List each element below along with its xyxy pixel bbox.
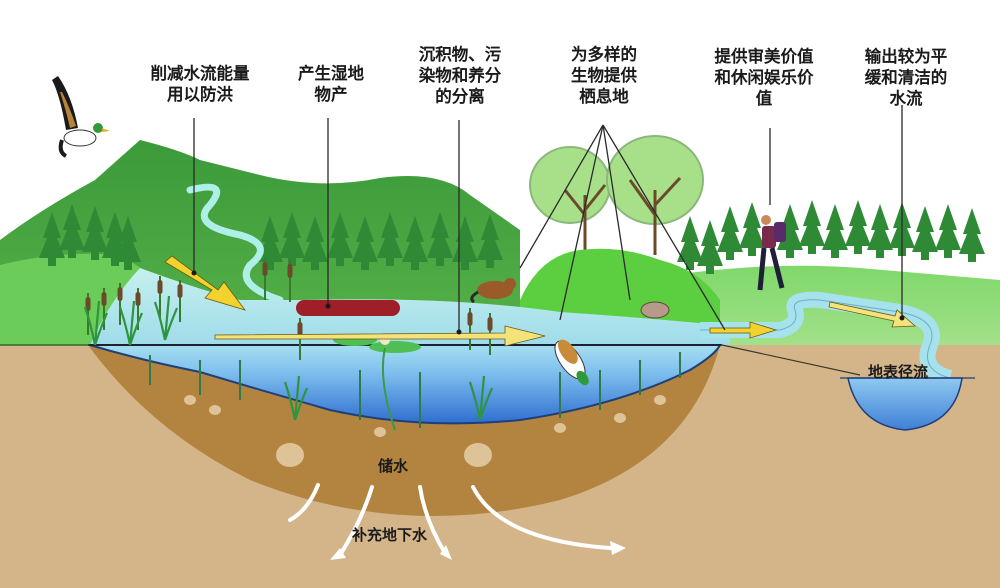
label-water-storage: 储水 — [378, 457, 409, 475]
deciduous-trees — [529, 135, 723, 274]
leader-lines — [193, 105, 903, 332]
hiker — [757, 215, 786, 291]
label-groundwater-recharge: 补充地下水 — [352, 526, 428, 544]
diving-duck — [554, 339, 589, 386]
wetland-surface-water — [90, 268, 730, 345]
flying-duck — [52, 76, 110, 158]
plant-roots — [184, 395, 666, 467]
label-habitat: 为多样的 生物提供 栖息地 — [571, 45, 637, 106]
wetland-product-peat — [296, 300, 400, 316]
runoff-basin — [847, 377, 963, 431]
groundwater-arrowheads — [330, 541, 626, 560]
submerged-plants — [149, 352, 681, 428]
groundwater-arrows — [288, 483, 612, 557]
label-wetland-products: 产生湿地 物产 — [298, 64, 364, 104]
beaver — [470, 278, 516, 304]
mountain-stream — [186, 183, 284, 304]
wetland-vegetation — [520, 248, 720, 325]
label-recreation: 提供审美价值 和休闲娱乐价 值 — [714, 47, 814, 108]
label-surface-runoff: 地表径流 — [868, 363, 929, 381]
label-flood-control: 削减水流能量 用以防洪 — [150, 64, 250, 104]
label-clean-outflow: 输出较为平 缓和清洁的 水流 — [864, 47, 948, 108]
turtle — [640, 301, 670, 319]
label-sediment-separation: 沉积物、污 染物和养分 的分离 — [418, 45, 502, 106]
flow-arrows — [164, 255, 917, 347]
